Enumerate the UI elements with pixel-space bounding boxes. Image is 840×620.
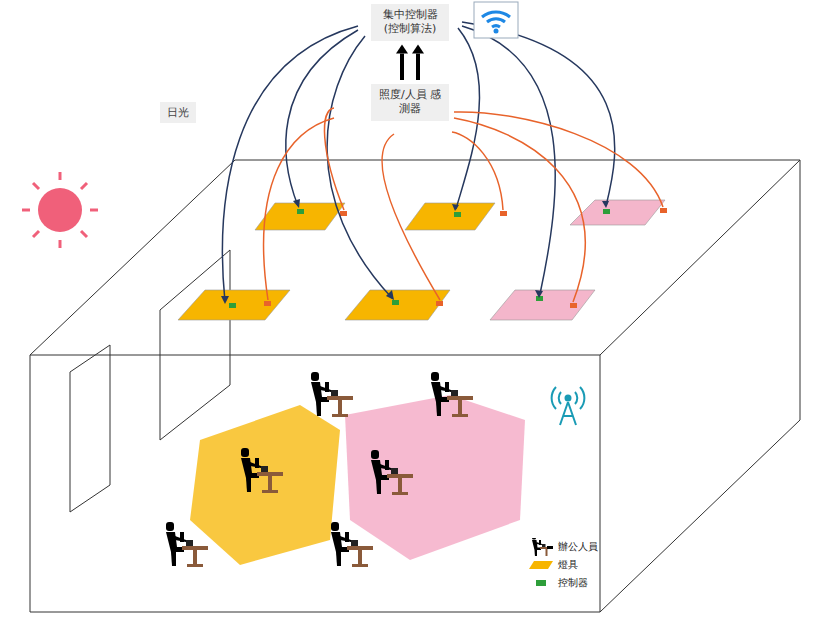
room-outline xyxy=(30,160,800,612)
arrow-head xyxy=(221,199,609,304)
node-text: 照度/人員 感測器 xyxy=(378,88,442,117)
data-arrow xyxy=(396,45,424,80)
legend-swatch xyxy=(528,556,554,574)
sensor xyxy=(264,208,667,308)
text-label: 日光 xyxy=(160,102,196,123)
legend-text: 辦公人員 xyxy=(558,540,598,554)
sensor-line xyxy=(264,108,663,302)
lamp-panel xyxy=(178,200,665,320)
legend: 辦公人員燈具控制器 xyxy=(528,538,598,592)
node-text: 集中控制器 (控制算法) xyxy=(378,8,442,37)
antenna-icon xyxy=(552,387,585,425)
legend-text: 燈具 xyxy=(558,558,578,572)
legend-swatch xyxy=(528,574,554,592)
control-line xyxy=(222,22,614,302)
legend-person-icon xyxy=(528,538,554,556)
wifi-icon xyxy=(474,2,518,38)
sun-symbol xyxy=(22,172,98,248)
controller-box: 集中控制器 (控制算法) xyxy=(371,4,449,41)
legend-text: 控制器 xyxy=(558,576,588,590)
sensor-box: 照度/人員 感測器 xyxy=(371,84,449,121)
